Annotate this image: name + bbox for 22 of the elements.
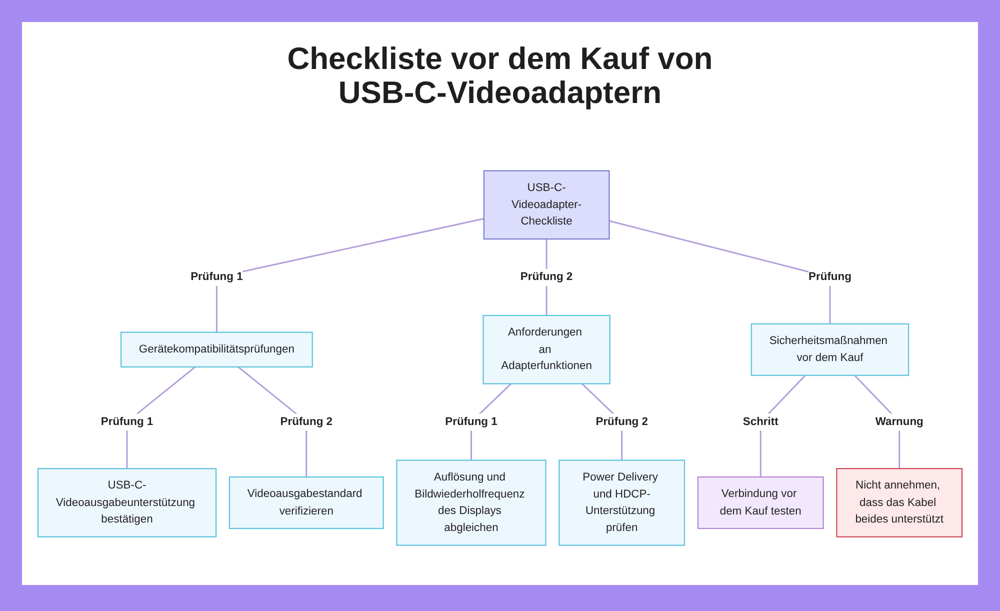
- edge-label: Prüfung: [808, 270, 852, 284]
- node-box: USB-C-Videoausgabeunterstützung bestätigen: [37, 468, 217, 538]
- edge-label: Prüfung 1: [445, 415, 498, 428]
- node-box: Videoausgabestandard verifizieren: [228, 476, 384, 530]
- node-box: Sicherheitsmaßnahmen vor dem Kauf: [750, 323, 910, 376]
- edge-label: Prüfung 1: [100, 415, 154, 428]
- connector: [216, 218, 484, 332]
- node-box: Gerätekompatibilitätsprüfungen: [120, 332, 313, 368]
- connector: [609, 220, 831, 324]
- edge-label: Prüfung 2: [280, 415, 332, 428]
- node-box: Auflösung und Bildwiederholfrequenz des Displays abgleichen: [396, 460, 546, 546]
- node-box: Verbindung vor dem Kauf testen: [697, 476, 824, 530]
- node-box: Power Delivery und HDCP-Unterstützung prüfen: [558, 460, 686, 546]
- edge-label: Schritt: [742, 415, 778, 428]
- edge-label: Prüfung 1: [190, 270, 243, 284]
- edge-label: Warnung: [875, 415, 924, 428]
- node-box: Nicht annehmen, dass das Kabel beides unterstützt: [836, 468, 963, 538]
- edge-label: Prüfung 2: [520, 270, 573, 284]
- diagram-title: Checkliste vor dem Kauf von USB-C-Videoadaptern: [286, 42, 714, 110]
- node-box: USB-C-Videoadapter-Checkliste: [483, 170, 610, 240]
- node-box: Anforderungen an Adapterfunktionen: [482, 314, 610, 384]
- edge-label: Prüfung 2: [596, 415, 648, 428]
